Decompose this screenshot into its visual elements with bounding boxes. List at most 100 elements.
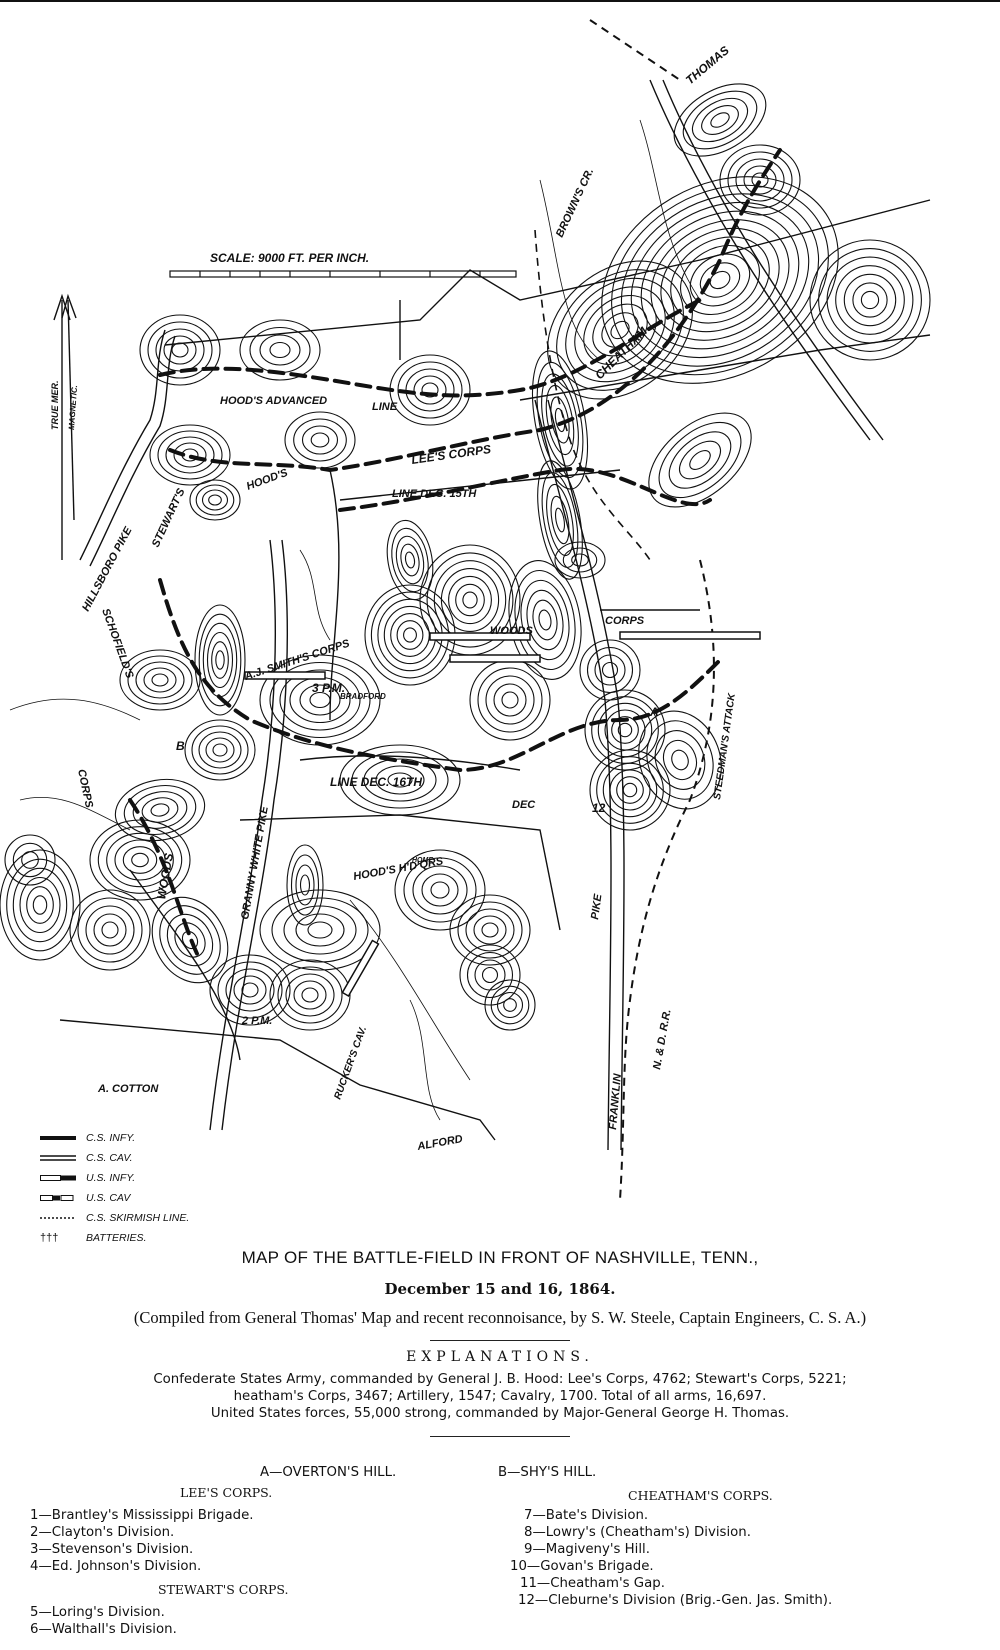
contour-ring	[670, 236, 770, 324]
contour-ring	[225, 968, 275, 1012]
contour-ring	[843, 273, 897, 327]
two-pm-label: 2 P.M.	[241, 1015, 272, 1027]
contour-ring	[269, 661, 371, 739]
explanations-heading: EXPLANATIONS.	[406, 1349, 594, 1365]
legend-cs-cav-label: C.S. CAV.	[86, 1152, 133, 1164]
contour-ring	[532, 599, 558, 641]
line-dec15-label: LINE DEC. 15TH	[392, 488, 477, 500]
contour-ring	[610, 320, 630, 340]
contour-ring	[295, 864, 315, 906]
contour-ring	[835, 265, 905, 335]
contour-ring	[301, 425, 339, 455]
contour-ring	[541, 472, 579, 568]
contour-ring	[449, 894, 531, 966]
contour-ring	[648, 412, 752, 508]
contour-ring	[852, 282, 888, 318]
num-12-label: 12	[592, 801, 606, 815]
contour-ring	[602, 762, 658, 818]
contour-ring	[481, 966, 499, 984]
cross-road-7	[129, 869, 241, 1061]
contour-ring	[310, 432, 330, 448]
contour-ring	[547, 260, 693, 400]
contour-ring	[405, 368, 455, 412]
contour-ring	[526, 589, 564, 651]
contour-ring	[448, 575, 492, 625]
creek-4	[299, 549, 331, 641]
contour-ring	[671, 749, 689, 771]
contour-ring	[584, 689, 666, 771]
contour-ring	[735, 158, 785, 202]
north-arrow	[53, 293, 77, 560]
divider-2	[430, 1436, 570, 1437]
contour-ring	[501, 691, 519, 709]
contour-ring	[284, 411, 356, 469]
cs-line-hood	[128, 798, 202, 962]
contour-ring	[26, 886, 54, 924]
legend-cs-cav: C.S. CAV.	[40, 1148, 280, 1168]
contour-ring	[727, 151, 793, 209]
contour-ring	[466, 951, 514, 999]
contour-ring	[69, 889, 151, 971]
contour-ring	[386, 519, 434, 601]
cross-road-4	[59, 1019, 496, 1141]
contour-ring	[290, 854, 320, 916]
contour-ring	[826, 256, 914, 344]
franklin-label: FRANKLIN	[607, 1072, 624, 1130]
schofields-label: SCHOFIELD'S	[99, 607, 136, 681]
contour-ring	[299, 684, 341, 716]
cross-road-2	[519, 334, 931, 401]
contour-ring	[127, 655, 193, 705]
contour-ring	[165, 436, 215, 474]
contour-ring	[174, 922, 206, 958]
contour-ring	[397, 361, 463, 419]
contour-ring	[307, 921, 333, 939]
creek-2	[19, 796, 131, 831]
map-title: MAP OF THE BATTLE-FIELD IN FRONT OF NASH…	[241, 1248, 759, 1267]
right-item-1: 7—Bate's Division.	[524, 1508, 649, 1523]
explanations-line-2: heatham's Corps, 3467; Artillery, 1547; …	[233, 1389, 767, 1404]
roads	[59, 79, 931, 1151]
contour-ring	[658, 421, 742, 499]
contour-ring	[396, 620, 424, 650]
left-item-1: 1—Brantley's Mississippi Brigade.	[30, 1508, 254, 1523]
contour-ring	[473, 915, 507, 945]
map-date: December 15 and 16, 1864.	[384, 1280, 616, 1298]
legend-us-cav: U.S. CAV	[40, 1188, 280, 1208]
contour-ring	[589, 749, 671, 831]
stewarts-corps-heading: STEWART'S CORPS.	[158, 1582, 289, 1597]
contour-ring	[285, 973, 335, 1017]
contour-ring	[496, 991, 524, 1019]
railroad-top	[589, 19, 681, 81]
contour-ring	[123, 785, 197, 835]
contour-ring	[611, 184, 829, 376]
us-line-seg-4	[244, 671, 326, 680]
contour-ring	[537, 460, 583, 580]
alford-label: ALFORD	[415, 1133, 463, 1153]
contour-ring	[562, 547, 598, 573]
steedmans-attack-label: STEEDMAN'S ATTACK	[712, 692, 738, 800]
contour-ring	[212, 743, 228, 757]
contour-ring	[209, 954, 291, 1026]
scale-label: SCALE: 9000 FT. PER INCH.	[210, 251, 369, 265]
franklin-pike-road	[534, 399, 612, 1151]
contour-ring	[503, 998, 517, 1012]
cheathams-corps-heading: CHEATHAM'S CORPS.	[628, 1488, 773, 1503]
line-dec16-label: LINE DEC. 16TH	[330, 775, 422, 789]
contour-ring	[520, 579, 570, 661]
contour-ring	[481, 922, 499, 938]
contour-ring	[646, 720, 714, 800]
contour-ring	[132, 791, 188, 829]
contour-ring	[459, 944, 521, 1006]
contour-ring	[301, 987, 319, 1003]
cs-line-east	[338, 466, 712, 512]
contour-ring	[12, 867, 68, 943]
contour-ring	[403, 857, 477, 923]
three-pm-label: 3 P.M.	[312, 681, 345, 695]
legend-batteries: ††† BATTERIES.	[40, 1232, 147, 1244]
contour-ring	[465, 908, 515, 952]
dec-label: DEC	[512, 799, 536, 811]
contour-ring	[215, 650, 225, 670]
contour-ring	[122, 846, 158, 874]
contour-ring	[21, 851, 39, 869]
contour-ring	[0, 849, 81, 961]
